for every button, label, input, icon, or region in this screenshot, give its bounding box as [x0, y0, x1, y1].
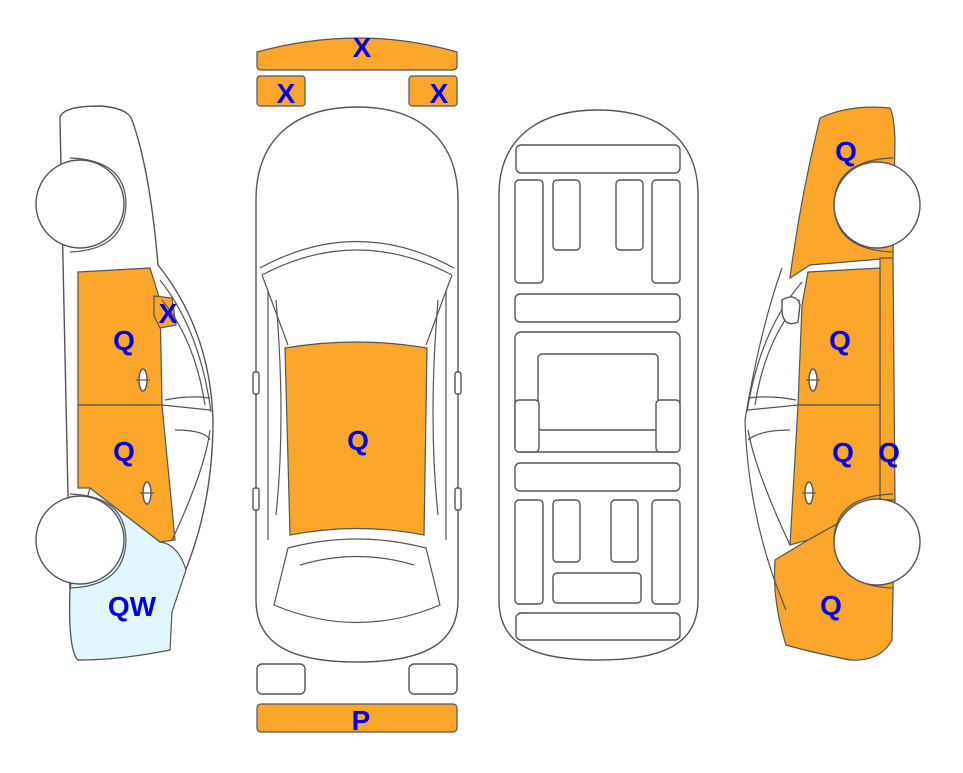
underside-view	[498, 109, 699, 661]
rear-bumper-code: P	[352, 705, 371, 736]
right-rear-door-code: Q	[832, 437, 854, 468]
left-front-door-code: Q	[113, 325, 135, 356]
left-rear-quarter-code: QW	[108, 591, 157, 622]
hood-part[interactable]	[284, 341, 428, 536]
left-side-view	[35, 105, 214, 661]
left-mirror-part[interactable]	[153, 295, 177, 329]
right-rear-quarter-code: Q	[820, 590, 842, 621]
windshield-line	[259, 241, 455, 269]
top-view	[252, 37, 462, 733]
left-mirror-code: X	[159, 298, 178, 329]
right-side-view	[744, 106, 921, 661]
front-bumper-part[interactable]	[256, 37, 458, 71]
right-front-fender-code: Q	[835, 136, 857, 167]
left-rear-door-code: Q	[113, 436, 135, 467]
right-headlight-part[interactable]	[408, 75, 458, 107]
right-headlight-code: X	[430, 78, 449, 109]
left-headlight-part[interactable]	[256, 75, 306, 107]
left-headlight-code: X	[277, 78, 296, 109]
damage-codes: X X X X Q P Q Q QW Q Q Q Q Q	[108, 32, 900, 736]
front-bumper-code: X	[353, 32, 372, 63]
hood-code: Q	[347, 425, 369, 456]
right-front-door-code: Q	[829, 325, 851, 356]
right-rocker-code: Q	[878, 437, 900, 468]
rear-bumper-part[interactable]	[256, 703, 458, 733]
